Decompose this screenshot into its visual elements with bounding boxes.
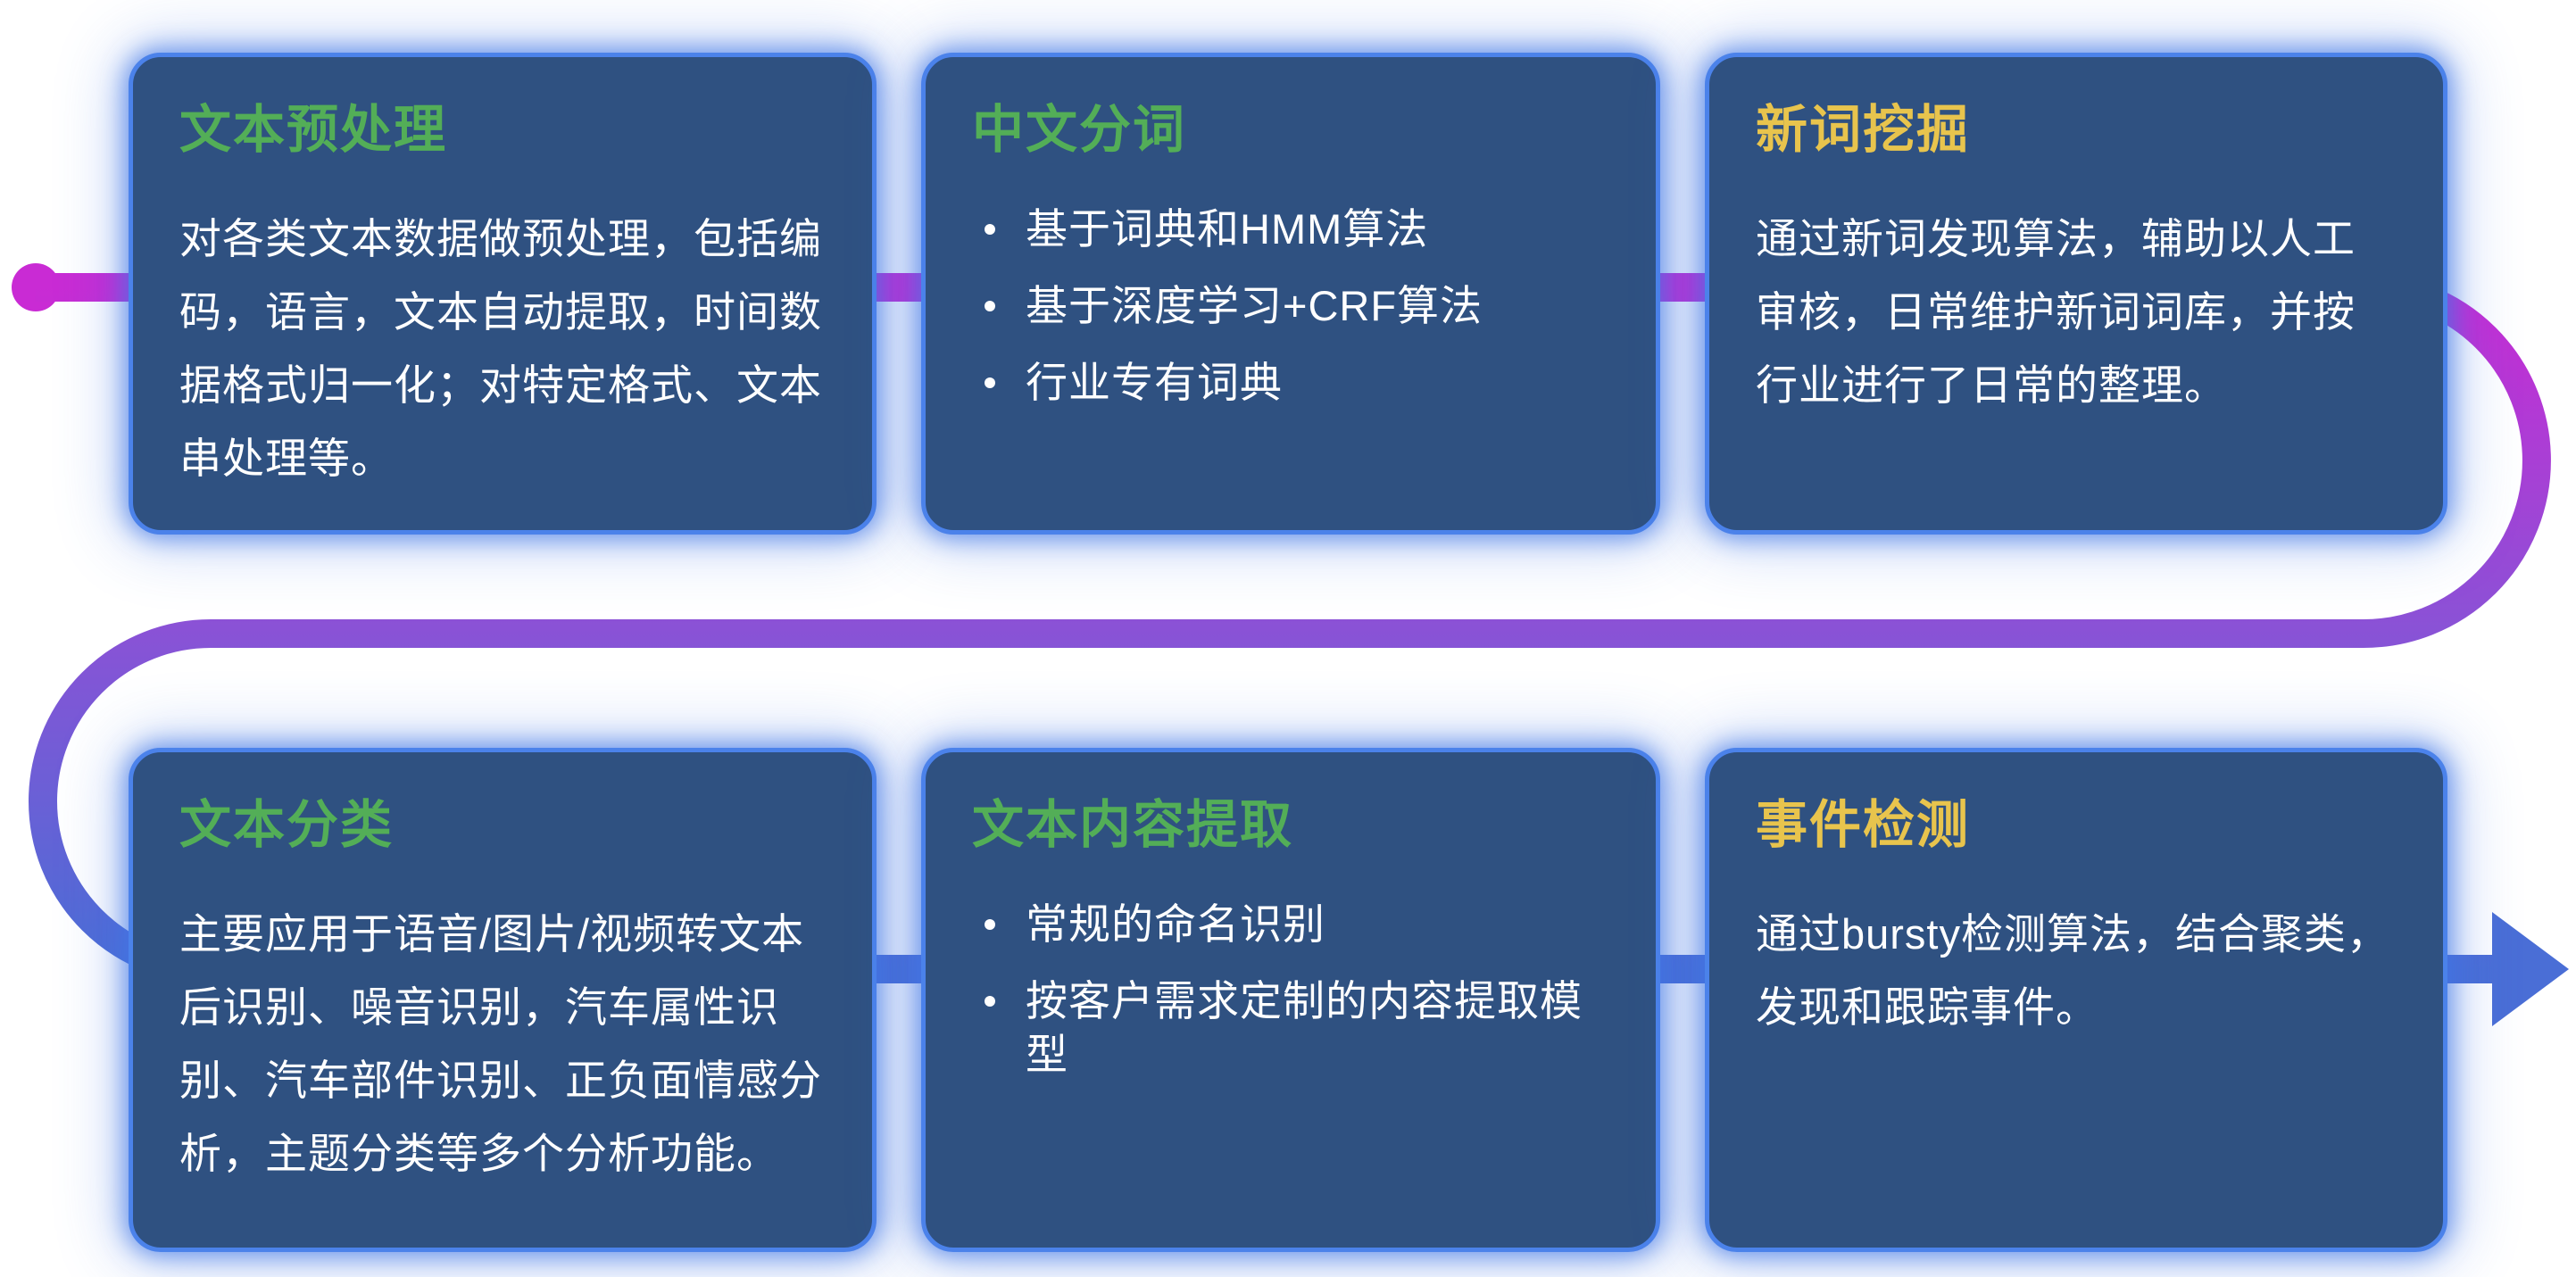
- card-description: 对各类文本数据做预处理，包括编码，语言，文本自动提取，时间数据格式归一化；对特定…: [179, 214, 822, 482]
- feature-item: 按客户需求定制的内容提取模型: [985, 974, 1609, 1082]
- card-text-preprocessing: 文本预处理 对各类文本数据做预处理，包括编码，语言，文本自动提取，时间数据格式归…: [129, 53, 877, 535]
- feature-list: 基于词典和HMM算法 基于深度学习+CRF算法 行业专有词典: [972, 203, 1609, 410]
- card-title: 中文分词: [972, 101, 1187, 159]
- bullet-dot-icon: [985, 377, 995, 388]
- feature-text: 按客户需求定制的内容提取模型: [1026, 976, 1583, 1078]
- feature-item: 行业专有词典: [985, 356, 1609, 410]
- card-description: 主要应用于语音/图片/视频转文本后识别、噪音识别，汽车属性识别、汽车部件识别、正…: [179, 909, 822, 1177]
- bullet-dot-icon: [985, 300, 995, 311]
- flow-arrow-icon: [2492, 912, 2569, 1026]
- feature-text: 常规的命名识别: [1026, 900, 1325, 948]
- card-description: 通过bursty检测算法，结合聚类，发现和跟踪事件。: [1756, 909, 2389, 1031]
- card-description: 通过新词发现算法，辅助以人工审核，日常维护新词词库，并按行业进行了日常的整理。: [1756, 214, 2356, 409]
- bullet-dot-icon: [985, 918, 995, 930]
- card-title: 文本分类: [179, 796, 395, 854]
- card-text-content-extraction: 文本内容提取 常规的命名识别 按客户需求定制的内容提取模型: [921, 748, 1660, 1252]
- bullet-dot-icon: [985, 223, 995, 235]
- card-title: 新词挖掘: [1756, 101, 1971, 159]
- feature-item: 常规的命名识别: [985, 898, 1609, 951]
- feature-item: 基于词典和HMM算法: [985, 203, 1609, 256]
- flow-line-path: [29, 273, 2551, 983]
- card-event-detection: 事件检测 通过bursty检测算法，结合聚类，发现和跟踪事件。: [1705, 748, 2447, 1252]
- card-title: 文本预处理: [179, 101, 448, 159]
- feature-text: 基于深度学习+CRF算法: [1026, 281, 1483, 329]
- feature-list: 常规的命名识别 按客户需求定制的内容提取模型: [972, 898, 1609, 1082]
- feature-text: 行业专有词典: [1026, 358, 1283, 406]
- card-chinese-word-segmentation: 中文分词 基于词典和HMM算法 基于深度学习+CRF算法 行业专有词典: [921, 53, 1660, 535]
- card-title: 文本内容提取: [972, 796, 1294, 854]
- feature-text: 基于词典和HMM算法: [1026, 204, 1429, 253]
- bullet-dot-icon: [985, 995, 995, 1007]
- card-new-word-mining: 新词挖掘 通过新词发现算法，辅助以人工审核，日常维护新词词库，并按行业进行了日常…: [1705, 53, 2447, 535]
- feature-item: 基于深度学习+CRF算法: [985, 279, 1609, 333]
- card-title: 事件检测: [1756, 796, 1971, 854]
- card-text-classification: 文本分类 主要应用于语音/图片/视频转文本后识别、噪音识别，汽车属性识别、汽车部…: [129, 748, 877, 1252]
